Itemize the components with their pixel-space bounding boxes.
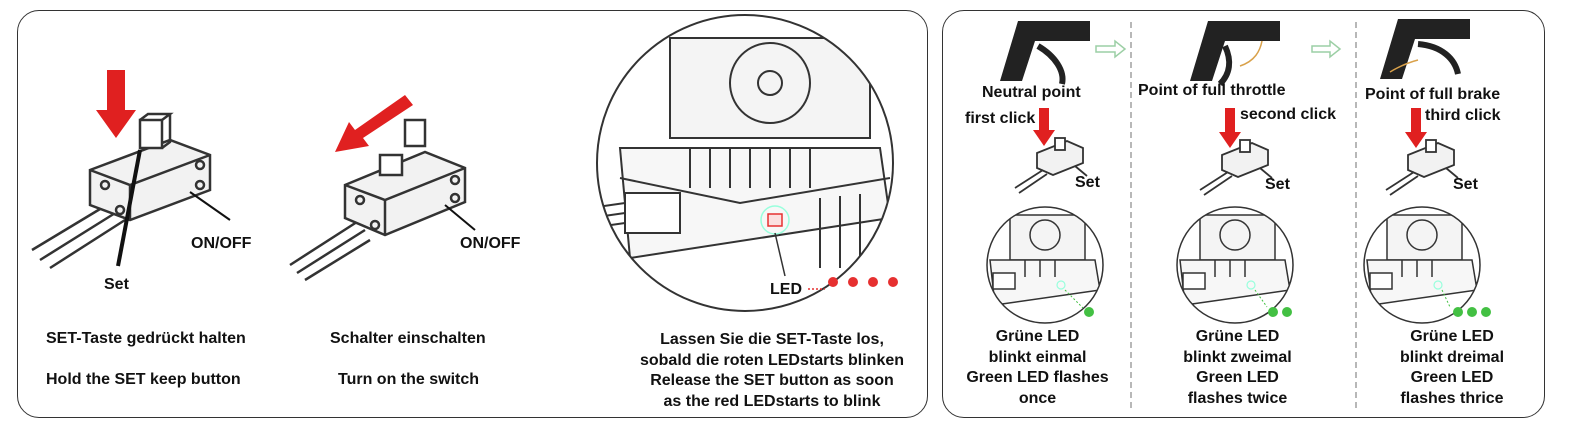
step3-caption-line: sobald die roten LEDstarts blinken <box>639 351 905 369</box>
full-throttle-caption: Grüne LED blinkt zweimal Green LED flash… <box>1145 327 1330 409</box>
caption-line: blinkt zweimal <box>1183 348 1292 366</box>
step1-set-label: Set <box>104 276 129 293</box>
small-switch-illustration <box>1199 108 1273 196</box>
neutral-trigger-illustration <box>1000 21 1127 85</box>
full-brake-title: Point of full brake <box>1365 86 1501 103</box>
caption-line: flashes thrice <box>1400 389 1504 407</box>
esc-led-once-illustration <box>986 206 1104 324</box>
caption-line: once <box>1018 389 1057 407</box>
neutral-point-title: Neutral point <box>982 84 1081 101</box>
step2-caption-de: Schalter einschalten <box>330 330 486 347</box>
led-label: LED <box>770 281 802 298</box>
set-label: Set <box>1075 174 1100 191</box>
step3-caption: Lassen Sie die SET-Taste los, sobald die… <box>611 330 933 412</box>
brake-trigger-illustration <box>1380 19 1470 79</box>
caption-line: flashes twice <box>1187 389 1288 407</box>
small-switch-illustration <box>1014 108 1088 194</box>
caption-line: blinkt dreimal <box>1399 348 1505 366</box>
calibration-panel <box>942 10 1545 418</box>
step3-caption-line: Release the SET button as soon <box>650 372 894 389</box>
step1-caption-en: Hold the SET keep button <box>46 371 241 388</box>
step3-caption-line: as the red LEDstarts to blink <box>663 392 881 410</box>
caption-line: Green LED <box>1196 369 1279 386</box>
throttle-trigger-illustration <box>1190 21 1342 87</box>
small-switch-illustration <box>1385 108 1459 196</box>
step3-caption-line: Lassen Sie die SET-Taste los, <box>660 331 884 348</box>
caption-line: Green LED <box>1410 369 1494 386</box>
caption-line: Grüne LED <box>995 328 1080 345</box>
divider <box>1130 22 1132 408</box>
caption-line: blinkt einmal <box>988 348 1087 366</box>
third-click-label: third click <box>1425 107 1501 124</box>
caption-line: Grüne LED <box>1410 328 1494 345</box>
esc-led-thrice-illustration <box>1363 206 1491 324</box>
set-label: Set <box>1265 176 1290 193</box>
second-click-label: second click <box>1240 106 1337 123</box>
caption-line: Green LED flashes <box>966 369 1109 386</box>
step2-switch-illustration <box>289 95 476 282</box>
full-throttle-title: Point of full throttle <box>1138 82 1286 99</box>
step2-onoff-label: ON/OFF <box>460 235 521 252</box>
set-label: Set <box>1453 176 1478 193</box>
esc-led-twice-illustration <box>1176 206 1294 324</box>
step1-switch-illustration <box>31 70 231 270</box>
step1-onoff-label: ON/OFF <box>191 235 252 252</box>
divider <box>1355 22 1357 408</box>
neutral-caption: Grüne LED blinkt einmal Green LED flashe… <box>945 327 1130 409</box>
step2-caption-en: Turn on the switch <box>338 371 480 388</box>
step1-caption-de: SET-Taste gedrückt halten <box>46 330 246 347</box>
full-brake-caption: Grüne LED blinkt dreimal Green LED flash… <box>1357 327 1547 409</box>
caption-line: Grüne LED <box>1195 328 1280 345</box>
step3-esc-illustration <box>596 14 898 312</box>
first-click-label: first click <box>965 110 1036 127</box>
